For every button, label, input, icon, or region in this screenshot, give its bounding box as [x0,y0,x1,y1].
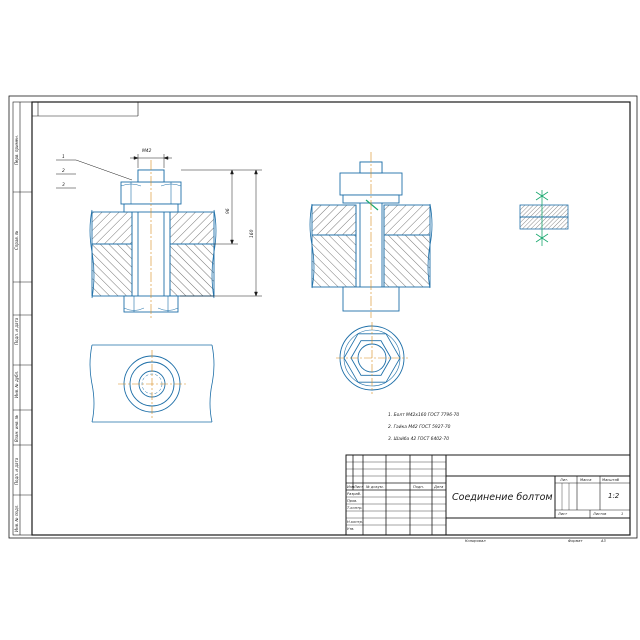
sheet-frame [8,95,638,539]
bolt-length-label: 160 [249,229,255,238]
mass-label: Масса [580,478,591,482]
col-label-date: Дата [433,485,443,489]
strip-label-sign-date-2: Подп. и дата [14,457,19,485]
leader-label-1: 1 [62,154,65,160]
row-label-norm-control: Н.контр. [347,520,363,524]
upper-plate-right [169,211,215,245]
nut-height-label: 96 [225,208,231,214]
title-block-text: Изм Лист № докум. Подп. Дата Разраб. Про… [347,478,623,531]
strip-label-sign-date-1: Подп. и дата [14,317,19,345]
side-section-view [309,152,433,318]
top-view-plate [89,344,215,423]
parts-list-item-2: 2. Гайка М42 ГОСТ 5927-70 [388,424,451,430]
lower-plate-right [169,243,215,297]
front-section-view: M42 96 160 1 2 3 [56,148,262,318]
thread-dimension [130,154,172,168]
parts-list-item-3: 3. Шайба 42 ГОСТ 6402-70 [388,436,449,442]
row-label-developed: Разраб. [347,492,361,496]
col-label-sign: Подп. [413,485,424,489]
format-label: Формат [568,539,583,543]
title-block [345,454,631,536]
sheets-label: Листов [592,512,606,516]
strip-label-dup-inv: Инв. № дубл. [14,371,19,398]
strip-label-orig-inv: Инв. № подл. [14,504,19,532]
drawing-title: Соединение болтом [452,492,553,503]
row-label-approved: Утв. [347,527,355,531]
lower-plate-left [91,243,133,297]
leader-label-2: 2 [62,168,65,174]
strip-label-ref-no: Справ. № [14,231,19,250]
scale-value: 1:2 [608,492,620,500]
strip-label-first-use: Перв. примен. [14,135,19,165]
break-line-right [211,209,217,299]
copied-label: Копировал [465,539,486,543]
sheets-count: 1 [621,512,623,516]
col-label-change: Изм [347,485,355,489]
break-line-left [89,209,95,299]
col-label-doc-no: № докум. [365,485,384,489]
strip-label-replace-inv: Взам. инв. № [14,415,19,442]
nut-top-view [336,322,408,394]
leader-label-3: 3 [62,182,65,188]
sheet-label: Лист [557,512,568,516]
format-value: A3 [600,539,606,543]
thread-dimension-label: M42 [142,148,152,154]
part-leaders [56,159,133,189]
detail-view [519,190,569,246]
row-label-checked: Пров. [347,499,357,503]
bolt-length-dimension [180,169,262,297]
parts-list: 1. Болт М42х160 ГОСТ 7796-70 2. Гайка М4… [388,412,459,442]
row-label-tech-control: Т.контр. [347,506,363,510]
left-strip [12,101,33,536]
scale-label: Масштаб [602,478,620,482]
upper-plate-left [91,211,133,245]
col-label-sheet: Лист [353,485,364,489]
left-strip-labels: Перв. примен. Справ. № Подп. и дата Инв.… [14,135,19,532]
parts-list-item-1: 1. Болт М42х160 ГОСТ 7796-70 [388,412,459,418]
nut-height-dimension [181,169,238,245]
lit-label: Лит. [559,478,568,482]
weld-mark [365,199,379,211]
